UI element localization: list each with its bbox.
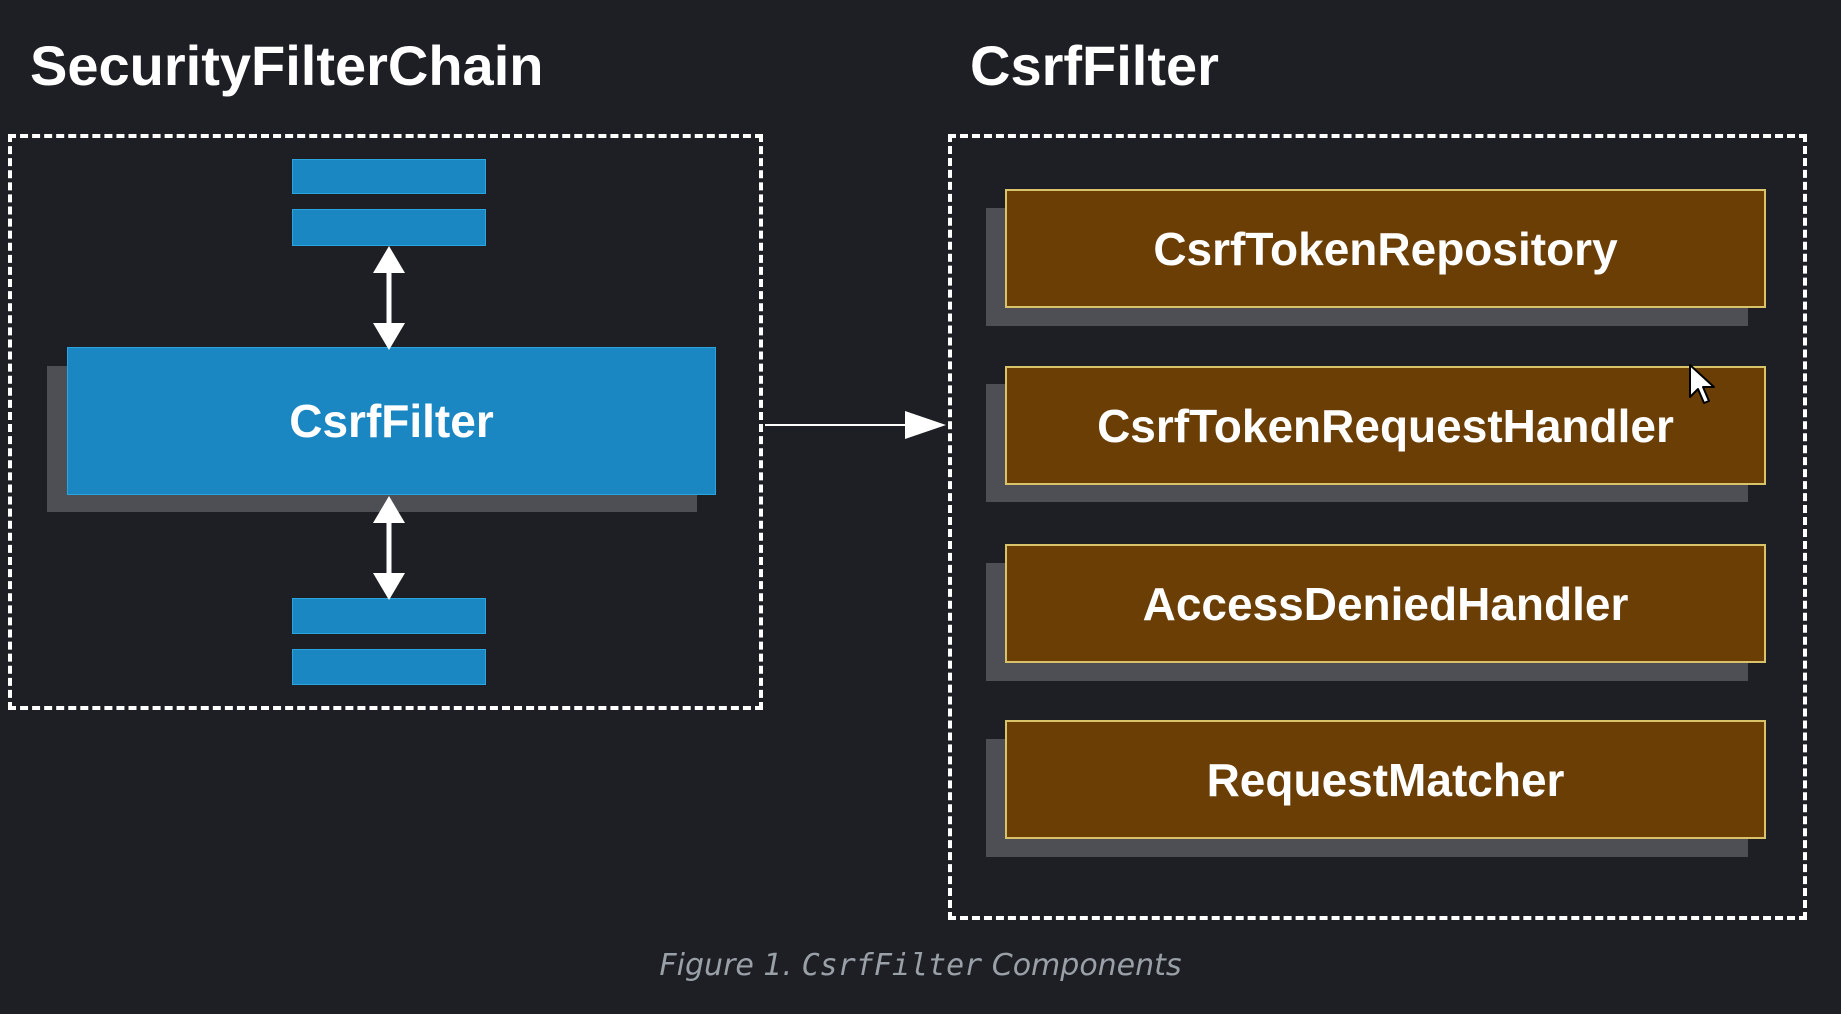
double-arrow-icon (373, 496, 405, 600)
security-filter-chain-heading: SecurityFilterChain (30, 34, 544, 97)
caption-code: CsrfFilter (801, 948, 983, 983)
component-label: CsrfTokenRepository (1153, 222, 1618, 275)
caption-prefix: Figure 1. (659, 948, 793, 983)
caption-suffix: Components (991, 948, 1182, 983)
double-arrow-icon (373, 246, 405, 350)
security-filter-chain-group (8, 134, 763, 710)
component-request-matcher: RequestMatcher (1005, 720, 1766, 839)
csrf-filter-block: CsrfFilter (67, 347, 716, 495)
component-csrf-token-request-handler: CsrfTokenRequestHandler (1005, 366, 1766, 485)
arrow-right-icon (765, 411, 946, 439)
component-label: CsrfTokenRequestHandler (1097, 399, 1674, 452)
filter-block-bottom-2 (292, 649, 486, 685)
csrf-filter-block-label: CsrfFilter (289, 395, 494, 447)
figure-caption: Figure 1. CsrfFilter Components (0, 948, 1841, 983)
component-label: RequestMatcher (1206, 753, 1565, 806)
component-label: AccessDeniedHandler (1142, 577, 1629, 630)
component-access-denied-handler: AccessDeniedHandler (1005, 544, 1766, 663)
filter-block-bottom-1 (292, 598, 486, 634)
filter-block-top-2 (292, 209, 486, 246)
csrf-filter-heading: CsrfFilter (970, 34, 1219, 97)
component-csrf-token-repository: CsrfTokenRepository (1005, 189, 1766, 308)
mouse-cursor-icon (1689, 364, 1715, 404)
csrf-filter-components-group (948, 134, 1807, 920)
filter-block-top-1 (292, 159, 486, 194)
